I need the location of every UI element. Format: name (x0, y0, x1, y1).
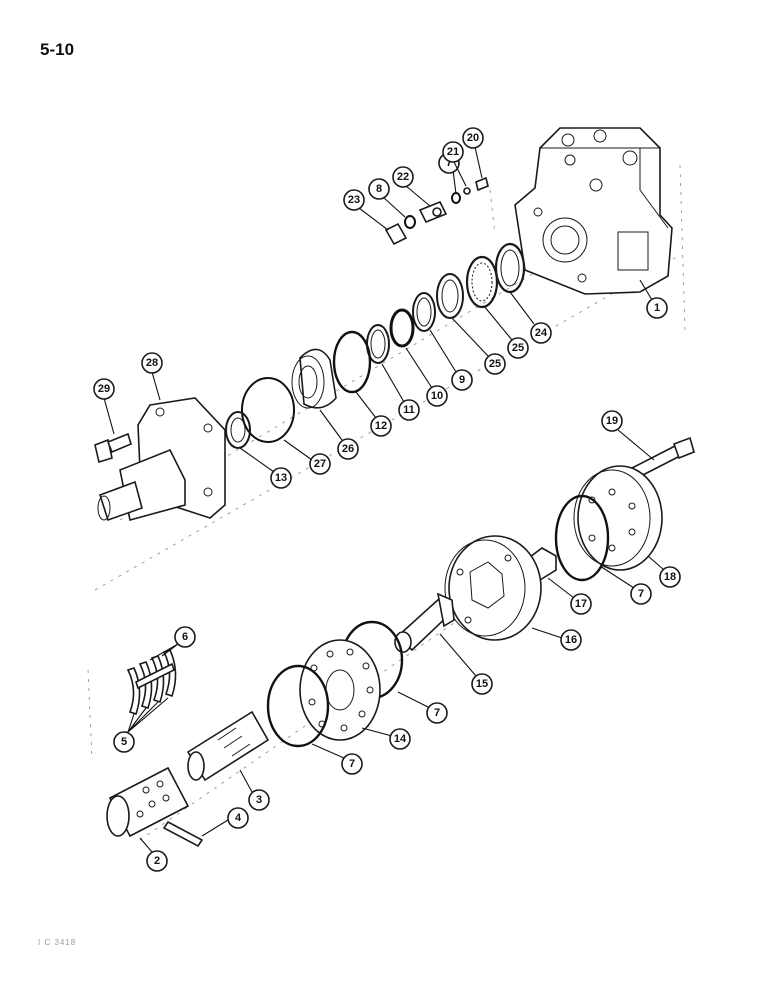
seal-stack (225, 242, 526, 449)
gerotor-set (444, 535, 542, 641)
callout-25b: 25 (489, 358, 501, 370)
callout-2: 2 (154, 855, 160, 867)
callout-1: 1 (654, 302, 660, 314)
bolt-20 (630, 436, 695, 480)
callout-16: 15 (476, 678, 488, 690)
callout-14: 13 (275, 472, 287, 484)
steering-valve-housing (514, 127, 673, 295)
callout-7b: 7 (434, 707, 440, 719)
column-mounting-flange (97, 397, 226, 522)
cross-pin (162, 820, 204, 848)
callout-27: 26 (342, 443, 354, 455)
drive-shaft (394, 592, 455, 653)
callout-12: 11 (403, 404, 415, 416)
bolt-30 (94, 432, 132, 464)
callout-9: 8 (376, 183, 382, 195)
end-cap (573, 465, 663, 571)
page-number: 5-10 (40, 40, 75, 59)
callout-24: 23 (348, 194, 360, 206)
callout-5: 5 (121, 736, 127, 748)
callout-10: 9 (459, 374, 465, 386)
centering-springs (126, 649, 177, 716)
callout-11: 10 (431, 390, 443, 402)
callout-4: 4 (235, 812, 242, 824)
callout-17: 16 (565, 634, 577, 646)
callout-23: 22 (397, 171, 409, 183)
callout-26: 25 (512, 342, 524, 354)
callout-19: 18 (664, 571, 676, 583)
sleeve (106, 766, 190, 838)
callout-7c: 7 (349, 758, 355, 770)
callout-22: 21 (447, 146, 459, 158)
callout-21: 20 (467, 132, 479, 144)
plate (299, 639, 381, 741)
footer-code: I C 3418 (38, 938, 77, 947)
callout-30: 29 (98, 383, 110, 395)
callout-7a: 7 (638, 588, 644, 600)
o-ring-7c (266, 664, 330, 748)
spool (186, 710, 270, 782)
callout-8: 7 (446, 157, 452, 169)
o-ring-7a (554, 494, 610, 582)
callout-3: 3 (256, 794, 262, 806)
callout-20: 19 (606, 415, 618, 427)
callout-29: 28 (146, 357, 158, 369)
callout-18: 17 (575, 598, 587, 610)
check-valve-parts (384, 176, 489, 246)
callout-28: 27 (314, 458, 326, 470)
callout-6: 6 (182, 631, 188, 643)
callout-25a: 24 (535, 327, 548, 339)
callout-13: 12 (375, 420, 387, 432)
callouts: 1 2 3 4 5 6 7 7 7 7 8 (93, 127, 681, 872)
callout-15: 14 (394, 733, 407, 745)
